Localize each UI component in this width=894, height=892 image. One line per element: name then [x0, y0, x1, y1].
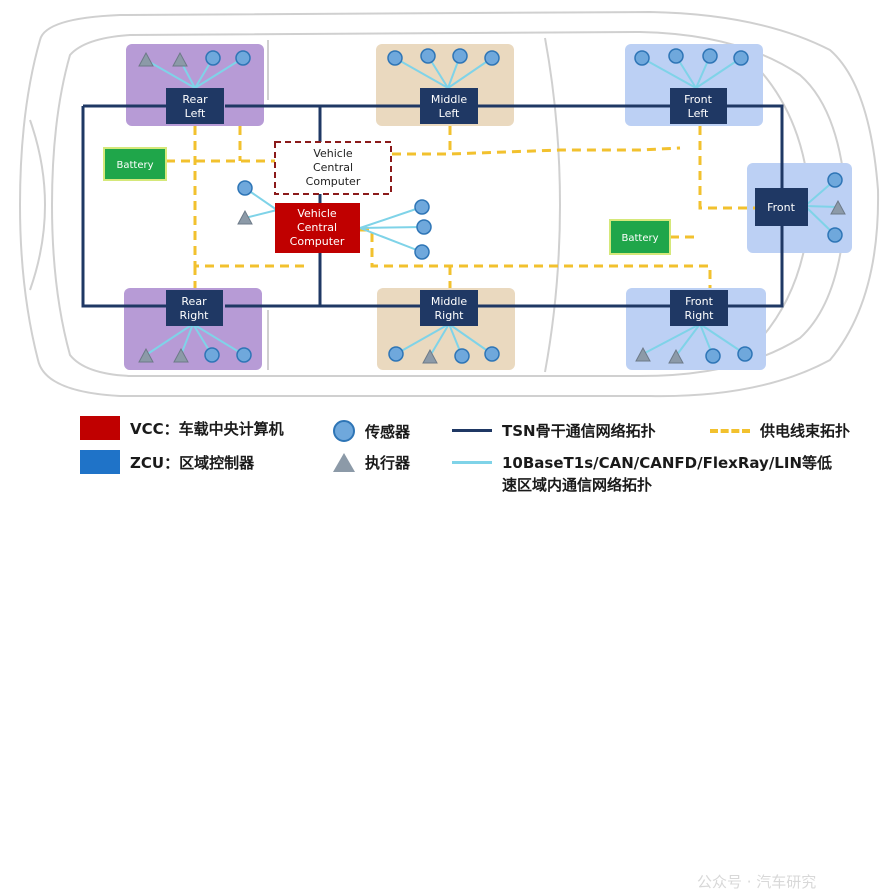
vcc-main-label: Central: [297, 221, 337, 234]
zone-label: Right: [435, 309, 465, 322]
zone-label: Front: [684, 93, 713, 106]
zcu-middle-right: Middle Right: [420, 290, 478, 326]
sensor: [387, 50, 403, 66]
vcc-main: Vehicle Central Computer: [275, 203, 360, 253]
actuator-triangle-icon: [333, 453, 355, 472]
zcu-front-left: Front Left: [670, 88, 727, 124]
local-networks: [145, 55, 839, 357]
battery-label: Battery: [621, 233, 658, 244]
legend-tsn-text: TSN骨干通信网络拓扑: [502, 422, 656, 440]
watermark: 公众号 · 汽车研究: [697, 873, 817, 891]
zone-label: Right: [180, 309, 210, 322]
sensor: [416, 219, 432, 235]
legend-power: 供电线束拓扑: [710, 420, 850, 441]
sensor: [702, 48, 718, 64]
legend-zcu-text: ZCU：区域控制器: [130, 453, 255, 472]
sensor: [484, 346, 500, 362]
sensor: [420, 48, 436, 64]
diagram-stage: Rear Left Middle Left Front Left Rear Ri…: [0, 10, 894, 891]
sensor: [235, 50, 251, 66]
legend-power-text: 供电线束拓扑: [760, 422, 851, 440]
tsn-line-icon: [452, 429, 492, 432]
zone-label: Middle: [431, 93, 468, 106]
legend-local-cont: 速区域内通信网络拓扑: [502, 474, 652, 495]
zone-label: Right: [685, 309, 715, 322]
sensor: [205, 50, 221, 66]
sensor: [414, 199, 430, 215]
zone-label: Front: [685, 295, 714, 308]
actuator: [237, 209, 253, 225]
zone-label: Middle: [431, 295, 468, 308]
zcu-rear-right: Rear Right: [166, 290, 223, 326]
sensor: [827, 227, 843, 243]
legend-zcu: ZCU：区域控制器: [80, 450, 254, 474]
vcc-backup-label: Central: [313, 161, 353, 174]
sensor: [454, 348, 470, 364]
legend-sensor-text: 传感器: [365, 422, 411, 441]
sensor: [827, 172, 843, 188]
sensor: [733, 50, 749, 66]
battery-left: Battery: [103, 147, 167, 181]
sensor: [204, 347, 220, 363]
legend-tsn: TSN骨干通信网络拓扑: [452, 420, 656, 441]
legend-actuator: 执行器: [333, 452, 410, 473]
battery-right: Battery: [609, 219, 671, 255]
sensors: [204, 48, 843, 364]
sensor: [668, 48, 684, 64]
actuator: [138, 347, 154, 363]
zcu-rear-left: Rear Left: [166, 88, 224, 124]
vcc-main-label: Computer: [290, 235, 345, 248]
vcc-backup-label: Computer: [306, 175, 361, 188]
legend-vcc-text: VCC：车载中央计算机: [130, 419, 284, 438]
zone-label: Left: [439, 107, 460, 120]
zone-label: Rear: [182, 93, 208, 106]
legend-local: 10BaseT1s/CAN/CANFD/FlexRay/LIN等低: [452, 452, 832, 473]
sensor: [388, 346, 404, 362]
legend-vcc: VCC：车载中央计算机: [80, 416, 284, 440]
actuator: [635, 346, 651, 362]
vcc-backup-label: Vehicle: [313, 147, 353, 160]
legend-local-text-1: 10BaseT1s/CAN/CANFD/FlexRay/LIN等低: [502, 454, 833, 472]
zone-label: Left: [688, 107, 709, 120]
sensor: [236, 347, 252, 363]
sensor: [737, 346, 753, 362]
actuator: [138, 51, 154, 67]
legend-local-text-2: 速区域内通信网络拓扑: [502, 476, 653, 494]
zcu-middle-left: Middle Left: [420, 88, 478, 124]
actuator: [830, 199, 846, 215]
actuators: [138, 51, 846, 364]
actuator: [422, 348, 438, 364]
legend-sensor: 传感器: [333, 420, 410, 442]
zcu-front: Front: [755, 188, 808, 226]
tsn-backbone: [81, 104, 784, 308]
battery-label: Battery: [116, 160, 153, 171]
zcu-front-right: Front Right: [670, 290, 728, 326]
zone-bg-rear-right: [124, 288, 262, 370]
actuator: [668, 348, 684, 364]
sensor: [237, 180, 253, 196]
zone-label: Rear: [181, 295, 207, 308]
vcc-main-label: Vehicle: [297, 207, 337, 220]
actuator: [173, 347, 189, 363]
vcc-backup: Vehicle Central Computer: [274, 141, 392, 195]
sensor: [484, 50, 500, 66]
power-harness: [166, 126, 755, 288]
zone-label: Left: [185, 107, 206, 120]
zcu-swatch: [80, 450, 120, 474]
sensor: [414, 244, 430, 260]
legend-actuator-text: 执行器: [365, 454, 411, 472]
actuator: [172, 51, 188, 67]
sensor-circle-icon: [333, 420, 355, 442]
zonal-architecture-diagram: Rear Left Middle Left Front Left Rear Ri…: [18, 10, 880, 398]
zone-label: Front: [767, 201, 796, 214]
vcc-swatch: [80, 416, 120, 440]
legend: VCC：车载中央计算机 ZCU：区域控制器 传感器 执行器 TSN骨干通信网络拓…: [0, 408, 894, 891]
sensor: [705, 348, 721, 364]
sensor: [452, 48, 468, 64]
power-dashed-line-icon: [710, 428, 750, 433]
local-line-icon: [452, 461, 492, 464]
sensor: [634, 50, 650, 66]
